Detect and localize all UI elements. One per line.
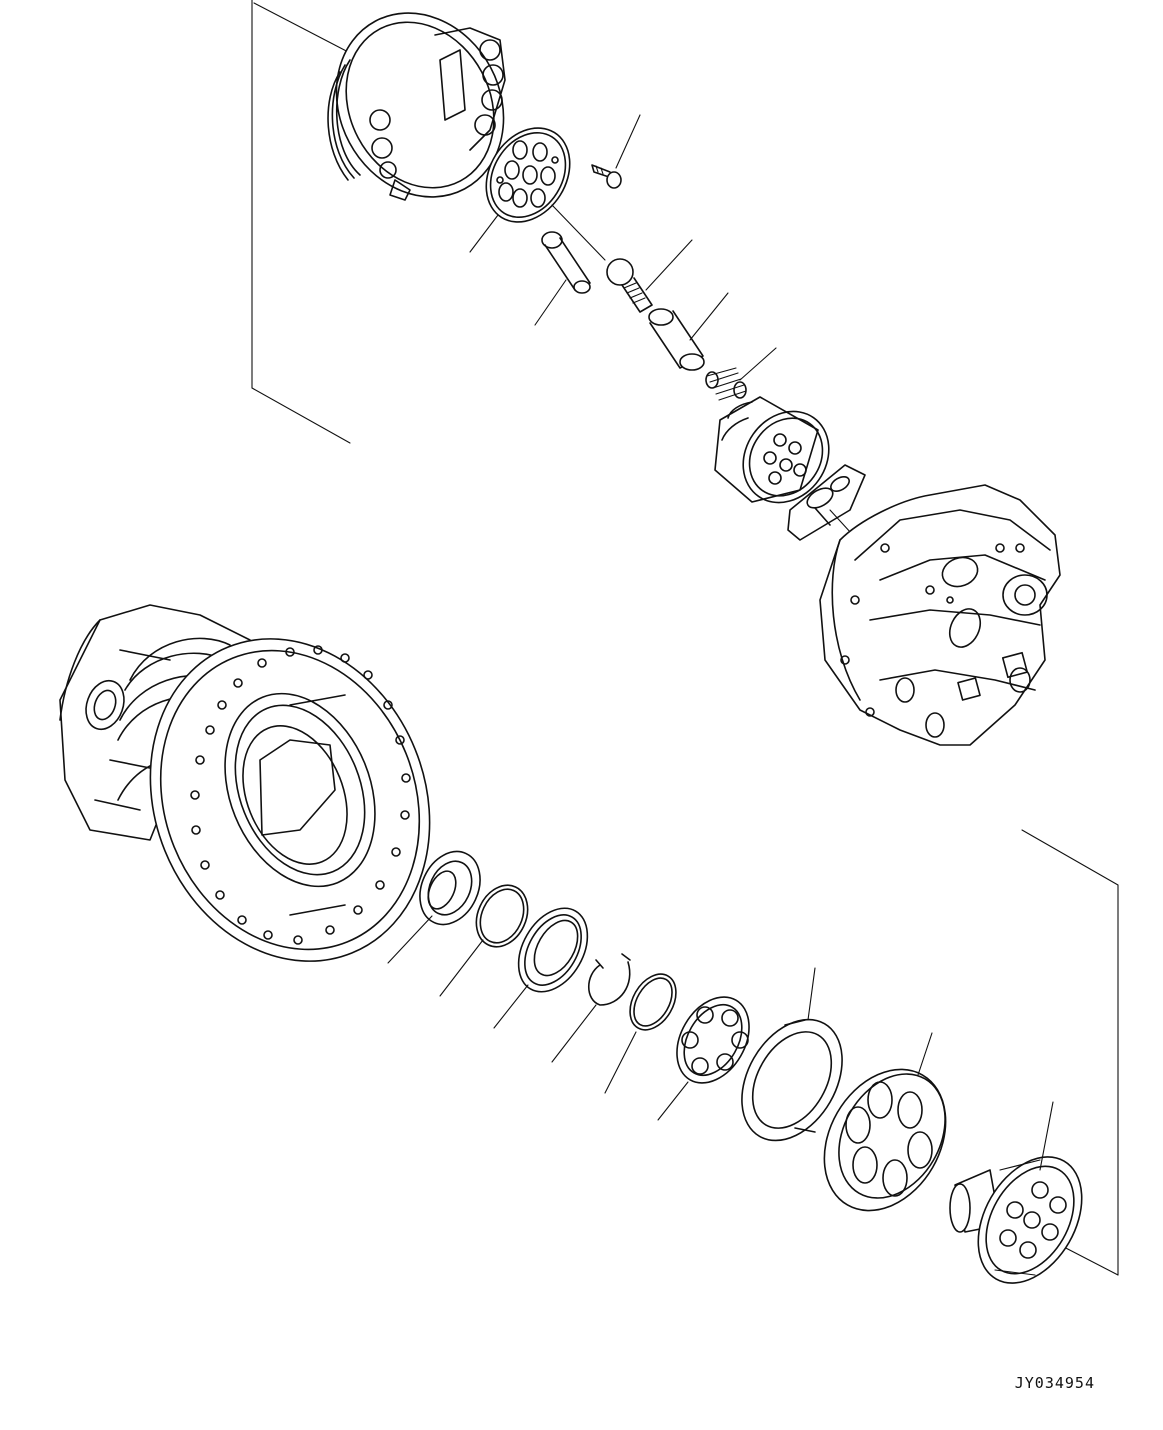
roller-bearing-drawing — [823, 1032, 947, 1212]
cylinder-block-drawing — [327, 12, 506, 201]
bearing-drawing — [657, 996, 750, 1121]
oil-seal-drawing — [387, 850, 481, 964]
upper-frame-lines — [251, 0, 355, 444]
drive-shaft-drawing — [949, 1101, 1083, 1284]
shim-drawing — [604, 973, 677, 1094]
hub-housing-drawing — [59, 604, 431, 962]
flange-bolt-holes — [190, 645, 411, 945]
lower-frame-lines — [1021, 829, 1119, 1276]
floating-seal-drawing — [493, 907, 589, 1029]
retainer-plate-drawing — [469, 127, 606, 261]
ring-drawing — [439, 884, 529, 997]
screw-drawing — [591, 114, 641, 189]
motor-case-drawing — [819, 484, 1061, 746]
drawing-code: JY034954 — [1014, 1374, 1095, 1392]
piston-drawing — [534, 231, 591, 326]
snap-ring-drawing — [551, 953, 631, 1063]
spring-drawing — [705, 347, 777, 401]
spacer-drawing — [648, 292, 729, 371]
ball-guide-drawing — [606, 239, 693, 313]
thrust-plate-drawing — [741, 967, 843, 1142]
rotor-drawing — [714, 396, 830, 504]
valve-plate-drawing — [787, 464, 866, 546]
